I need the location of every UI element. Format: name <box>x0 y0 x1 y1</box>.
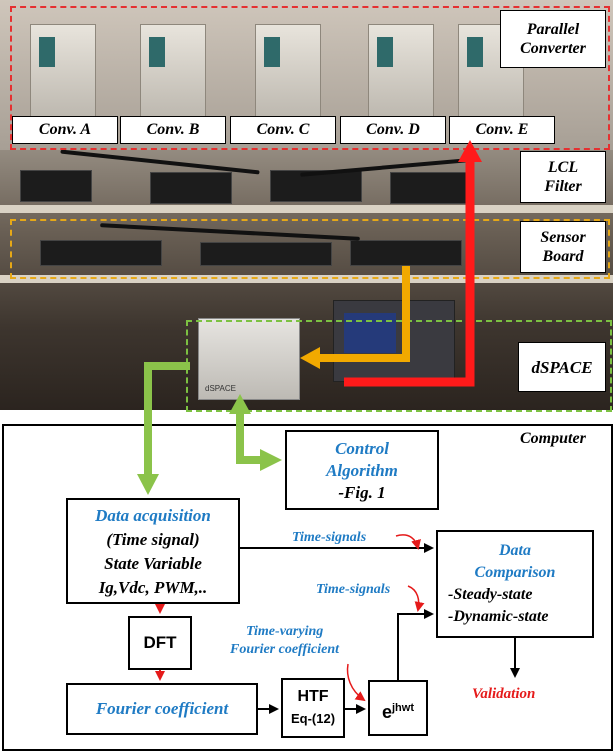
parallel-converter-region <box>10 6 610 150</box>
control-line1: Control <box>335 439 389 458</box>
lcl-line1: LCL <box>547 159 579 176</box>
oscilloscope <box>333 300 455 382</box>
lcl-filter-label: LCL Filter <box>520 151 606 203</box>
conv-c-label: Conv. C <box>230 116 336 144</box>
sensor-board-label: Sensor Board <box>520 221 606 273</box>
htf-line2: Eq-(12) <box>290 711 336 726</box>
green-acquisition-arrow <box>144 362 190 476</box>
comparison-line4: -Dynamic-state <box>448 608 549 625</box>
time-signals-label-2: Time-signals <box>316 582 391 597</box>
computer-label: Computer <box>520 430 586 447</box>
converter-unit-d <box>368 24 434 131</box>
comparison-line3: -Steady-state <box>448 586 533 603</box>
comparison-line1: Data <box>499 542 531 559</box>
dspace-brand-text: dSPACE <box>205 384 236 393</box>
lcl-filter-device <box>390 172 472 204</box>
lower-shelf <box>0 275 613 283</box>
converter-unit-a <box>30 24 96 131</box>
green-control-arrowhead-right <box>260 449 282 471</box>
data-comparison-box: Data Comparison -Steady-state -Dynamic-s… <box>436 530 594 638</box>
dspace-label: dSPACE <box>518 342 606 392</box>
parallel-converter-label: Parallel Converter <box>500 10 606 68</box>
time-varying-pointer <box>346 663 366 702</box>
red-control-arrowhead <box>458 140 482 162</box>
time-varying-label-1: Time-varying <box>246 624 324 639</box>
parallel-line1: Parallel <box>526 21 580 38</box>
control-algorithm-box: Control Algorithm -Fig. 1 <box>285 430 439 510</box>
conv-a-label: Conv. A <box>12 116 118 144</box>
exp-to-comparison-arrow <box>397 609 434 680</box>
exponential-box: ejhwt <box>368 680 428 736</box>
red-control-arrow <box>344 160 475 387</box>
exp-sup: jhwt <box>392 702 414 714</box>
htf-box: HTF Eq-(12) <box>281 678 345 738</box>
time-signals-pointer-1 <box>395 534 421 550</box>
htf-line1: HTF <box>297 688 329 705</box>
lcl-filter-device <box>150 172 232 204</box>
acq-line3: State Variable <box>104 554 202 573</box>
validation-label: Validation <box>472 686 536 702</box>
exp-base: e <box>381 702 392 722</box>
green-control-arrow <box>236 412 262 464</box>
lcl-line2: Filter <box>544 178 582 195</box>
acq-title: Data acquisition <box>95 506 211 525</box>
yellow-sensor-arrow <box>318 266 410 362</box>
conv-b-label: Conv. B <box>120 116 226 144</box>
upper-shelf <box>0 205 613 213</box>
dft-box: DFT <box>128 616 192 670</box>
control-line3: -Fig. 1 <box>338 483 386 502</box>
sensor-device <box>40 240 162 266</box>
fourier-coefficient-box: Fourier coefficient <box>66 683 258 735</box>
sensor-device <box>200 242 332 266</box>
fourier-coefficient-text: Fourier coefficient <box>95 699 229 718</box>
green-acquisition-arrowhead <box>137 474 159 495</box>
converter-unit-b <box>140 24 206 131</box>
dft-text: DFT <box>143 633 177 652</box>
green-control-arrowhead-up <box>229 394 251 414</box>
yellow-sensor-arrowhead <box>300 347 320 369</box>
conv-d-label: Conv. D <box>340 116 446 144</box>
data-acquisition-box: Data acquisition (Time signal) State Var… <box>66 498 240 604</box>
control-line2: Algorithm <box>326 461 398 480</box>
time-signals-pointer-2 <box>407 585 425 612</box>
sensor-board-region <box>10 219 610 279</box>
comparison-line2: Comparison <box>474 564 556 581</box>
sensor-device <box>350 240 462 266</box>
dspace-unit: dSPACE <box>198 318 300 400</box>
parallel-line2: Converter <box>520 40 586 57</box>
time-varying-label-2: Fourier coefficient <box>230 642 340 657</box>
time-signals-label-1: Time-signals <box>292 530 367 545</box>
sensor-line2: Board <box>542 248 584 265</box>
conv-e-label: Conv. E <box>449 116 555 144</box>
acq-line4: Ig,Vdc, PWM,.. <box>98 578 208 597</box>
acq-line2: (Time signal) <box>106 530 200 549</box>
lcl-filter-device <box>20 170 92 202</box>
sensor-line1: Sensor <box>540 229 586 246</box>
